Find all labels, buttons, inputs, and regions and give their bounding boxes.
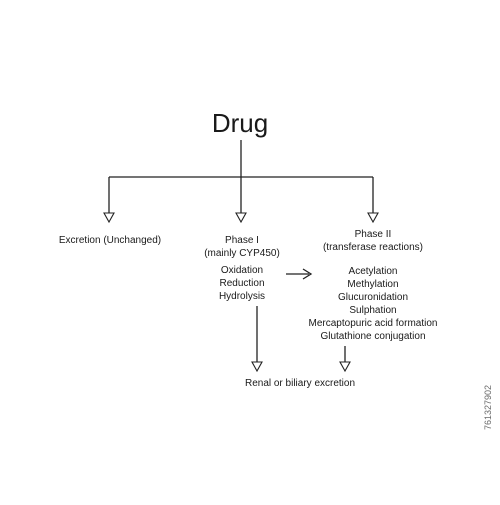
phase1-to-phase2-head [302, 268, 313, 280]
root-connectors [103, 140, 379, 224]
phase1-title: Phase I [225, 235, 259, 246]
phase2-item: Glucuronidation [338, 292, 408, 303]
side-id-text: 761327902 [483, 385, 493, 430]
phase1-to-phase2-arrow [286, 268, 313, 280]
phase1-item: Hydrolysis [219, 291, 265, 302]
phase1-node: Phase I (mainly CYP450) Oxidation Reduct… [204, 235, 280, 302]
renal-biliary-excretion-label: Renal or biliary excretion [245, 378, 355, 389]
phase2-item: Mercaptopuric acid formation [309, 318, 438, 329]
arrowhead-phase2-final [339, 361, 351, 373]
arrowhead-phase1-final [251, 361, 263, 373]
phase2-subtitle: (transferase reactions) [323, 242, 423, 253]
phase1-item: Oxidation [221, 265, 263, 276]
phase2-node: Phase II (transferase reactions) Acetyla… [309, 229, 438, 342]
phase1-item: Reduction [219, 278, 264, 289]
excretion-unchanged-label: Excretion (Unchanged) [59, 235, 161, 246]
phase2-item: Sulphation [349, 305, 396, 316]
final-connectors [251, 306, 351, 373]
phase2-item: Glutathione conjugation [320, 331, 425, 342]
phase2-item: Methylation [347, 279, 398, 290]
arrowhead-excretion [103, 212, 115, 224]
phase2-title: Phase II [355, 229, 392, 240]
arrowhead-phase2 [367, 212, 379, 224]
phase1-subtitle: (mainly CYP450) [204, 248, 280, 259]
arrowhead-phase1 [235, 212, 247, 224]
phase2-item: Acetylation [349, 266, 398, 277]
root-label: Drug [212, 108, 268, 138]
